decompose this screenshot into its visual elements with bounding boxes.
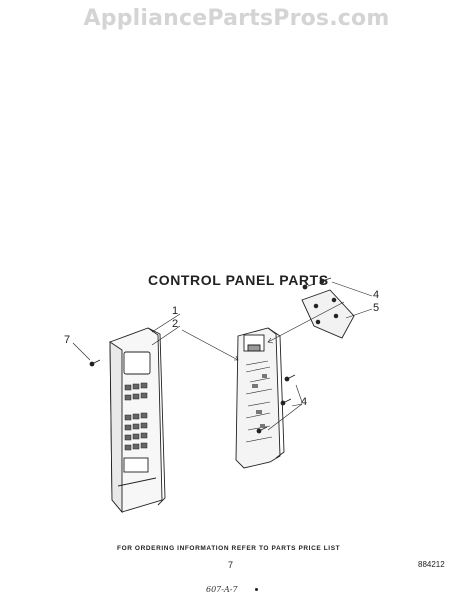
ink-dot [255,588,258,591]
callout-4-screws: 4 [301,396,308,408]
site-watermark: AppliancePartsPros.com [83,6,390,31]
control-panel-front [109,327,166,514]
mounting-bracket [301,289,355,339]
callout-1: 1 [172,305,179,317]
callout-7: 7 [64,334,71,346]
callout-4-top: 4 [373,289,380,301]
callout-2: 2 [172,318,179,330]
diagram-title: CONTROL PANEL PARTS [148,272,329,288]
circuit-board [235,327,285,469]
page-number: 7 [228,560,234,570]
callout-5: 5 [373,302,380,314]
screw-7 [89,359,101,367]
ordering-info: FOR ORDERING INFORMATION REFER TO PARTS … [117,545,341,552]
diagram-code: 884212 [418,560,445,569]
screws [256,277,332,434]
handwritten-note: 607-A-7 [206,585,238,594]
leader-lines [72,281,373,431]
